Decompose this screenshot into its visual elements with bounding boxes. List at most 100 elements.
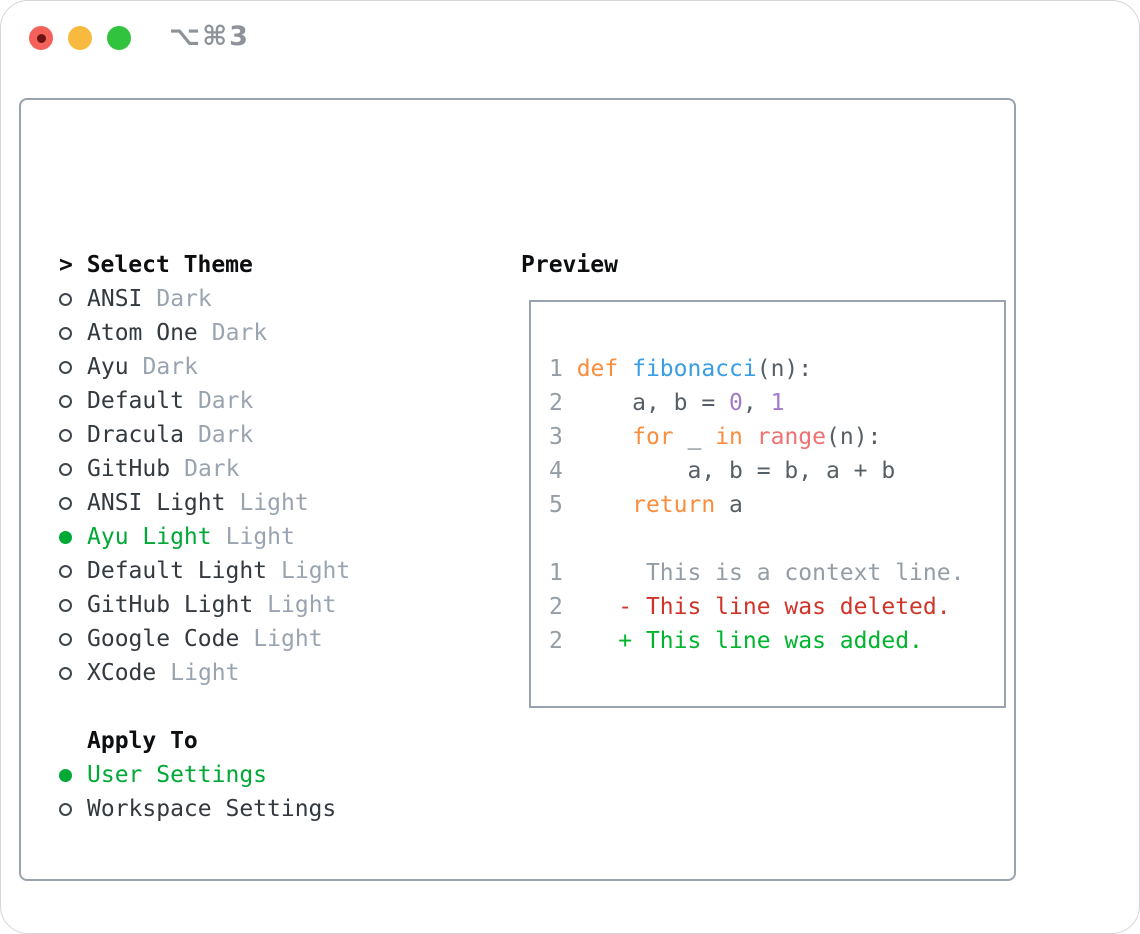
code-token: def	[576, 356, 633, 382]
theme-option[interactable]: Default Dark	[59, 384, 350, 418]
close-button[interactable]	[29, 26, 53, 50]
code-token: 1	[549, 560, 577, 586]
close-dot-icon	[36, 33, 46, 43]
minimize-button[interactable]	[68, 26, 92, 50]
code-token: range	[756, 424, 826, 450]
apply-option[interactable]: User Settings	[59, 758, 336, 792]
radio-unselected-icon	[59, 360, 87, 374]
radio-unselected-icon	[59, 496, 87, 510]
code-token: This is a context line.	[576, 560, 965, 586]
apply-to-title: Apply To	[87, 728, 198, 754]
code-line: 2 + This line was added.	[549, 624, 964, 658]
code-token	[577, 492, 632, 518]
option-variant-label: Light	[170, 660, 240, 686]
code-token: 4	[549, 458, 577, 484]
option-variant-label: Dark	[211, 320, 268, 346]
code-token: a, b = b, a + b	[576, 458, 896, 484]
code-token: 0	[729, 390, 743, 416]
code-token	[743, 424, 757, 450]
radio-unselected-icon	[59, 326, 87, 340]
radio-unselected-icon	[59, 598, 87, 612]
help-line-1: (Use Enter to select, Tab to	[59, 928, 447, 933]
theme-option[interactable]: Google Code Light	[59, 622, 350, 656]
code-token: _	[673, 424, 716, 450]
option-label: Ayu Light	[87, 524, 212, 550]
code-line	[549, 522, 964, 556]
radio-unselected-icon	[59, 802, 87, 816]
code-token: 5	[549, 492, 577, 518]
code-token: ,	[742, 390, 771, 416]
code-token: 2	[549, 594, 577, 620]
option-label: Workspace Settings	[87, 796, 337, 822]
option-label: ANSI Light	[87, 490, 226, 516]
select-theme-header: > Select Theme	[59, 248, 350, 282]
theme-option[interactable]: Atom One Dark	[59, 316, 350, 350]
code-token: 1	[549, 356, 577, 382]
prompt-chevron-icon: >	[59, 252, 87, 278]
apply-to-header: Apply To	[59, 724, 336, 758]
theme-option[interactable]: Dracula Dark	[59, 418, 350, 452]
code-token: in	[715, 424, 743, 450]
radio-unselected-icon	[59, 666, 87, 680]
titlebar	[29, 26, 131, 50]
zoom-button[interactable]	[107, 26, 131, 50]
option-label: User Settings	[87, 762, 268, 788]
code-token: a, b =	[576, 390, 730, 416]
radio-unselected-icon	[59, 632, 87, 646]
option-variant-label: Dark	[197, 388, 254, 414]
option-label: Atom One	[87, 320, 198, 346]
code-line: 5 return a	[549, 488, 964, 522]
radio-unselected-icon	[59, 462, 87, 476]
theme-option[interactable]: XCode Light	[59, 656, 350, 690]
option-variant-label: Light	[225, 524, 295, 550]
option-label: XCode	[87, 660, 157, 686]
code-token	[577, 424, 632, 450]
radio-unselected-icon	[59, 292, 87, 306]
code-token: + This line was added.	[576, 628, 923, 654]
code-line: 4 a, b = b, a + b	[549, 454, 964, 488]
option-variant-label: Dark	[184, 456, 240, 482]
code-token: return	[632, 492, 716, 518]
radio-unselected-icon	[59, 428, 87, 442]
option-variant-label: Dark	[156, 286, 212, 312]
preview-title: Preview	[521, 252, 618, 278]
code-line: 1 This is a context line.	[549, 556, 964, 590]
apply-option[interactable]: Workspace Settings	[59, 792, 336, 826]
code-token: (n):	[756, 356, 813, 382]
window-shortcut-label: ⌥⌘3	[169, 21, 250, 52]
option-variant-label: Dark	[197, 422, 254, 448]
help-text: (Use Enter to select, Tab to change focu…	[59, 860, 447, 933]
code-line: 3 for _ in range(n):	[549, 420, 964, 454]
code-token: 2	[549, 390, 577, 416]
code-line: 1 def fibonacci(n):	[549, 352, 964, 386]
option-variant-label: Light	[253, 626, 323, 652]
option-variant-label: Light	[267, 592, 337, 618]
code-token: 3	[549, 424, 577, 450]
theme-option[interactable]: Ayu Light Light	[59, 520, 350, 554]
code-token: fibonacci	[632, 356, 757, 382]
option-variant-label: Light	[281, 558, 351, 584]
radio-selected-icon	[59, 768, 87, 782]
option-label: Google Code	[87, 626, 240, 652]
option-label: Ayu	[87, 354, 129, 380]
code-token: a	[715, 492, 743, 518]
theme-option[interactable]: ANSI Light Light	[59, 486, 350, 520]
code-token: (n):	[826, 424, 882, 450]
option-variant-label: Light	[239, 490, 309, 516]
code-token: - This line was deleted.	[576, 594, 951, 620]
option-label: Dracula	[87, 422, 184, 448]
select-theme-title: Select Theme	[86, 252, 253, 278]
radio-unselected-icon	[59, 394, 87, 408]
radio-unselected-icon	[59, 564, 87, 578]
option-label: Default	[87, 388, 184, 414]
